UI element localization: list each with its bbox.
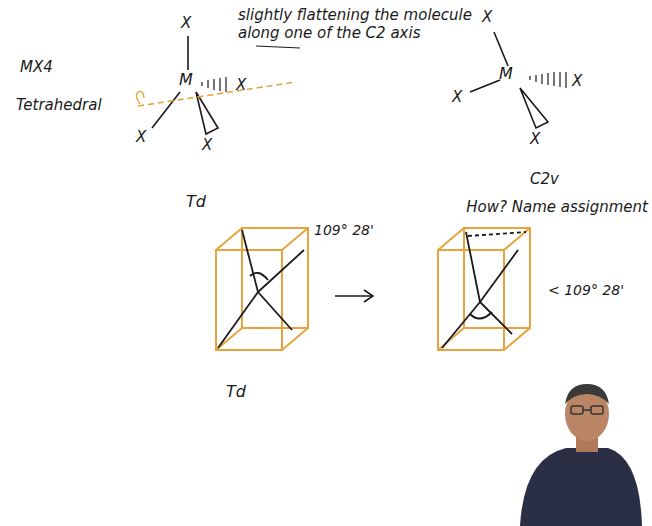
atom-label: X	[530, 130, 540, 148]
atom-label: X	[236, 76, 246, 94]
geometry-label: Tetrahedral	[16, 96, 102, 114]
point-group-label: Td	[226, 382, 246, 401]
point-group-label: Td	[186, 192, 206, 211]
atom-label: M	[499, 64, 513, 83]
note-text: How? Name assignment	[466, 198, 648, 216]
note-text: slightly flattening the molecule along o…	[238, 6, 478, 42]
atom-label: X	[572, 72, 582, 90]
atom-label: X	[482, 8, 492, 26]
angle-label: 109° 28'	[314, 222, 374, 239]
atom-label: M	[179, 70, 193, 89]
formula-label: MX4	[20, 58, 53, 76]
point-group-label: C2v	[530, 170, 559, 188]
atom-label: X	[452, 88, 462, 106]
atom-label: X	[202, 136, 212, 154]
atom-label: X	[136, 128, 146, 146]
presenter-figure	[520, 384, 642, 526]
angle-label: < 109° 28'	[548, 282, 624, 299]
atom-label: X	[181, 14, 191, 32]
